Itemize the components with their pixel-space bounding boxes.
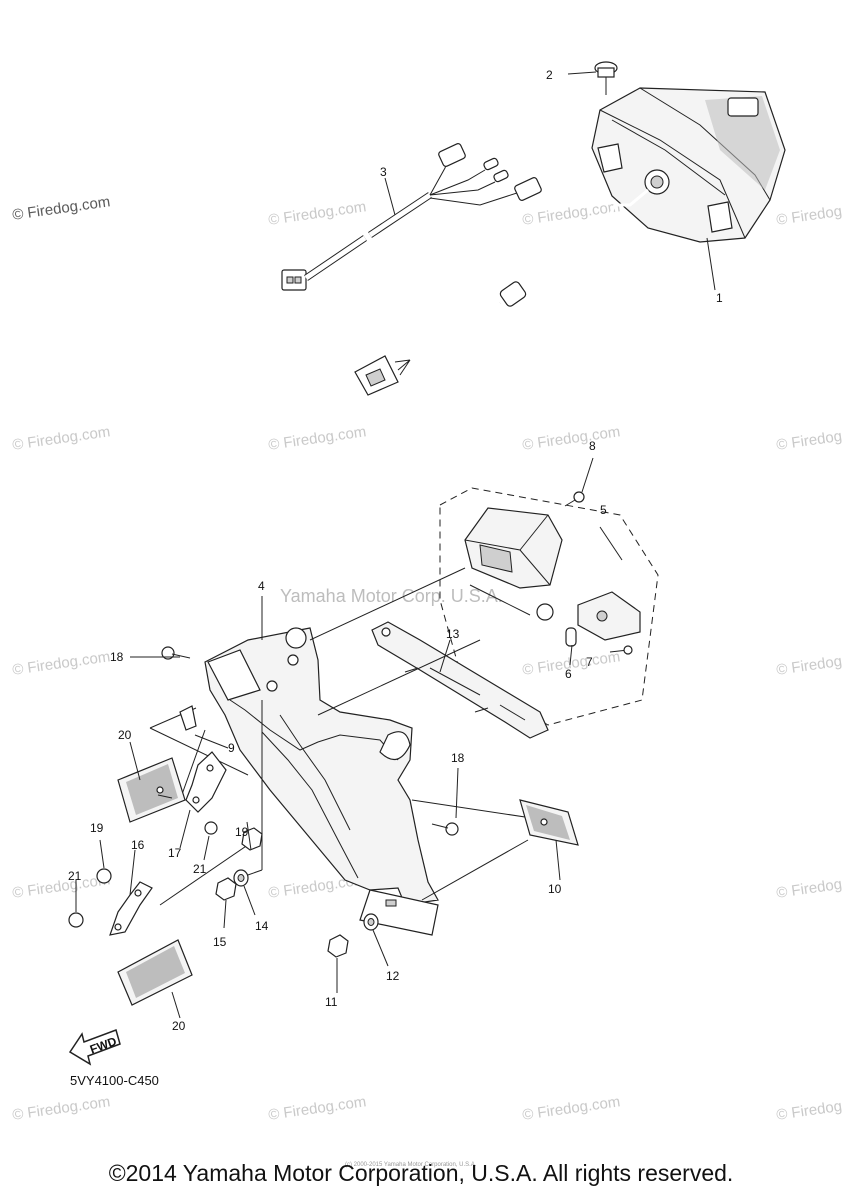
callout-number: 19 xyxy=(235,825,249,839)
nuts-and-washers xyxy=(68,821,379,958)
reflector-part-20 xyxy=(117,757,193,1019)
callout-number: 13 xyxy=(446,627,460,641)
callout-number: 15 xyxy=(213,935,227,949)
bracket-part-4 xyxy=(204,596,439,936)
callout-number: 18 xyxy=(451,751,465,765)
callout-number: 7 xyxy=(586,655,593,669)
callout-number: 4 xyxy=(258,579,265,593)
callout-number: 19 xyxy=(90,821,104,835)
callout-number: 10 xyxy=(548,882,562,896)
callout-number: 2 xyxy=(546,68,553,82)
fwd-label: FWD xyxy=(88,1034,119,1057)
wire-harness-part-3 xyxy=(281,143,542,291)
callout-number: 17 xyxy=(168,846,182,860)
callout-number: 18 xyxy=(110,650,124,664)
callout-number: 21 xyxy=(193,862,207,876)
reflector-stays xyxy=(109,751,227,936)
callout-number: 20 xyxy=(118,728,132,742)
callout-number: 12 xyxy=(386,969,400,983)
tail-light-assembly xyxy=(354,87,786,396)
callout-number: 5 xyxy=(600,503,607,517)
callout-number: 9 xyxy=(228,741,235,755)
callout-number: 1 xyxy=(716,291,723,305)
fwd-arrow-icon: FWD xyxy=(68,1029,121,1066)
callout-number: 8 xyxy=(589,439,596,453)
diagram-code: 5VY4100-C450 xyxy=(70,1073,159,1088)
callout-number: 20 xyxy=(172,1019,186,1033)
copyright-notice: ©2014 Yamaha Motor Corporation, U.S.A. A… xyxy=(108,1160,734,1186)
brand-watermark: Yamaha Motor Corp. U.S.A. xyxy=(280,586,503,606)
callout-number: 6 xyxy=(565,667,572,681)
bolt-part-18 xyxy=(161,646,459,836)
callout-number: 16 xyxy=(131,838,145,852)
screw-part-2 xyxy=(567,61,618,95)
license-light-group xyxy=(439,457,659,726)
callout-number: 11 xyxy=(325,995,338,1009)
callout-number: 3 xyxy=(380,165,387,179)
reflector-part-10 xyxy=(519,799,579,881)
callout-number: 14 xyxy=(255,919,269,933)
stay-part-13 xyxy=(371,621,549,739)
clip-part-9 xyxy=(179,705,197,731)
callout-number: 21 xyxy=(68,869,82,883)
small-footer-note: (c) 2000-2015 Yamaha Motor Corporation, … xyxy=(345,1162,477,1168)
